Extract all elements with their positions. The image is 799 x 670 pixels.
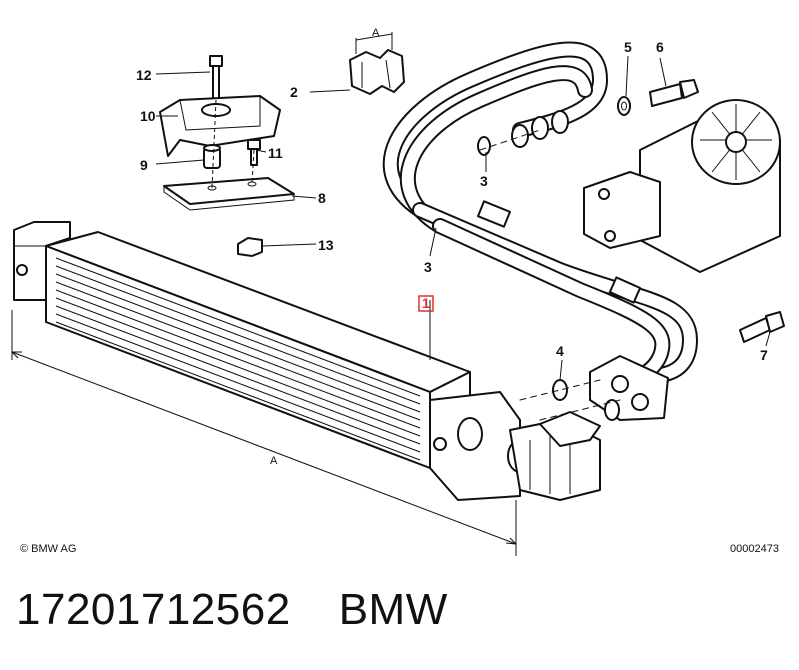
parts-diagram: 12 10 9 11 8 13 2 A 5 6 3 3 1 4 7 A © BM… [11,27,785,556]
figure-number: 00002473 [730,543,779,555]
callout-10: 12 [136,67,152,83]
callout-9: 10 [140,108,156,124]
part-number: 17201712562 [16,585,291,634]
dimension-label-a-bottom: A [270,455,278,467]
callout-11: 11 [268,145,283,161]
caption: 17201712562 BMW [16,585,448,645]
leader-lines [155,55,771,381]
callout-3-lower: 4 [556,343,564,359]
dimension-label-a-top: A [372,27,380,39]
bracket-assembly [159,55,295,257]
callout-1[interactable]: 1 [422,295,430,311]
callout-4: 5 [624,39,632,55]
end-clamp [509,411,601,501]
hose-clip [349,32,405,95]
callout-5: 6 [656,39,664,55]
dimension-a-bottom [11,310,517,556]
callout-3-upper: 3 [480,173,488,189]
callout-8: 9 [140,157,148,173]
callout-2: 3 [424,259,432,275]
callout-7: 8 [318,190,326,206]
oil-filter-housing [583,99,781,273]
fasteners-right [477,79,785,421]
oil-cooler [13,221,533,501]
callout-1-highlight[interactable] [418,295,434,312]
oil-hoses [382,41,698,421]
callout-6: 7 [760,347,768,363]
copyright-text: © BMW AG [20,543,76,555]
callout-12: 13 [318,237,334,253]
brand-name: BMW [338,585,448,634]
callout-13: 2 [290,84,298,100]
callout-labels: 12 10 9 11 8 13 2 A 5 6 3 3 1 4 7 A © BM… [20,27,779,555]
